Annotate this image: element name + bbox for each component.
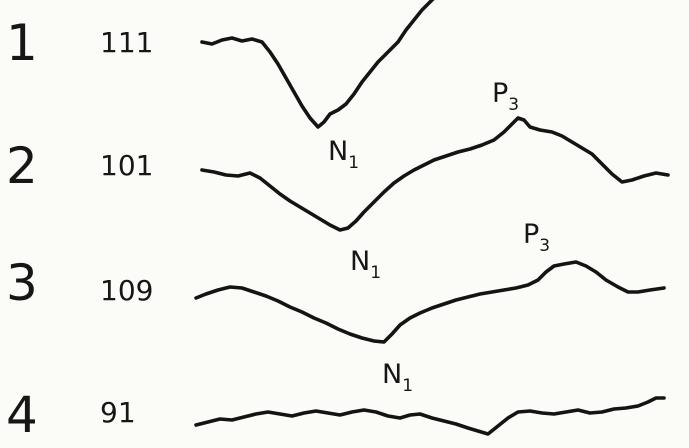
trace-number: 1	[6, 14, 38, 72]
peak-label-n1: N1	[350, 246, 381, 283]
trace-number: 3	[6, 254, 38, 312]
trace-row-2: 2 101 N1 P3	[6, 78, 670, 283]
peak-label-n1: N1	[382, 359, 413, 396]
trace-number: 4	[6, 386, 38, 444]
trace-waveform-1	[200, 0, 435, 129]
peak-label-p3: P3	[492, 78, 519, 115]
trace-row-3: 3 109 N1 P3	[6, 219, 666, 396]
trace-count: 101	[100, 149, 153, 182]
trace-number: 2	[6, 137, 38, 195]
trace-count: 111	[100, 26, 153, 59]
trace-row-4: 4 91	[6, 386, 666, 444]
trace-waveform-2	[200, 116, 670, 232]
trace-waveform-4	[194, 396, 666, 436]
trace-count: 91	[100, 396, 136, 429]
peak-label-p3: P3	[523, 219, 550, 256]
trace-waveform-3	[194, 260, 666, 344]
peak-label-n1: N1	[328, 136, 359, 173]
trace-row-1: 1 111 N1	[6, 0, 435, 173]
trace-count: 109	[100, 274, 153, 307]
